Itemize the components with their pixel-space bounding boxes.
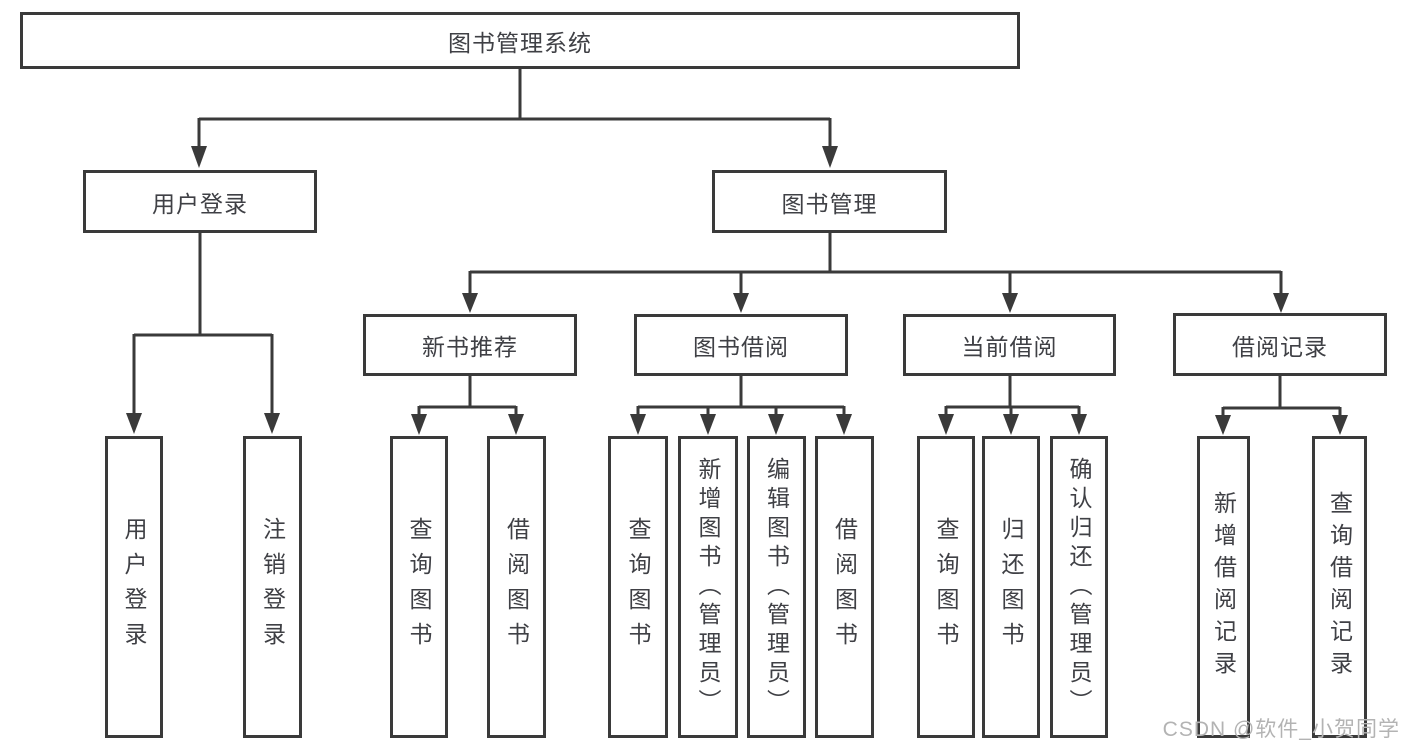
node-root-label: 图书管理系统: [448, 29, 592, 56]
leaf-borrowing-edit-books-admin-label: 编辑图书（管理员）: [763, 456, 790, 718]
node-book-borrowing-label: 图书借阅: [693, 334, 789, 360]
node-root-system: 图书管理系统: [20, 12, 1020, 69]
leaf-current-confirm-return-admin-label: 确认归还（管理员）: [1066, 456, 1092, 718]
leaf-newbook-borrow-books-label: 借阅图书: [503, 517, 530, 657]
leaf-logout-label: 注销登录: [259, 517, 286, 657]
node-book-management: 图书管理: [712, 170, 947, 233]
leaf-borrowing-query-books-label: 查询图书: [625, 517, 651, 657]
leaf-borrowing-borrow-books-label: 借阅图书: [831, 517, 858, 657]
leaf-newbook-query-books-label: 查询图书: [406, 517, 432, 657]
leaf-current-query-books-label: 查询图书: [933, 517, 959, 657]
leaf-current-confirm-return-admin: 确认归还（管理员）: [1050, 436, 1108, 738]
leaf-records-add-record-label: 新增借阅记录: [1210, 491, 1237, 683]
leaf-borrowing-edit-books-admin: 编辑图书（管理员）: [747, 436, 806, 738]
node-book-management-label: 图书管理: [781, 190, 878, 217]
leaf-borrowing-borrow-books: 借阅图书: [815, 436, 874, 738]
leaf-records-add-record: 新增借阅记录: [1197, 436, 1250, 738]
leaf-user-login: 用户登录: [105, 436, 163, 738]
leaf-newbook-borrow-books: 借阅图书: [487, 436, 546, 738]
node-current-borrowing-label: 当前借阅: [961, 334, 1058, 360]
node-user-login-label: 用户登录: [152, 190, 248, 217]
node-new-book-recommend: 新书推荐: [363, 314, 577, 376]
leaf-current-return-books-label: 归还图书: [998, 517, 1024, 657]
leaf-newbook-query-books: 查询图书: [390, 436, 448, 738]
node-borrow-records: 借阅记录: [1173, 313, 1387, 376]
leaf-records-query-record: 查询借阅记录: [1312, 436, 1367, 738]
leaf-current-return-books: 归还图书: [982, 436, 1040, 738]
leaf-records-query-record-label: 查询借阅记录: [1326, 491, 1353, 683]
leaf-user-login-label: 用户登录: [121, 517, 147, 657]
leaf-borrowing-add-books-admin-label: 新增图书（管理员）: [695, 456, 721, 718]
node-user-login: 用户登录: [83, 170, 317, 233]
leaf-logout: 注销登录: [243, 436, 302, 738]
leaf-borrowing-add-books-admin: 新增图书（管理员）: [678, 436, 738, 738]
node-new-book-recommend-label: 新书推荐: [422, 334, 518, 360]
csdn-watermark: CSDN @软件_小贺同学: [1162, 718, 1400, 741]
node-book-borrowing: 图书借阅: [634, 314, 848, 376]
leaf-current-query-books: 查询图书: [917, 436, 975, 738]
leaf-borrowing-query-books: 查询图书: [608, 436, 668, 738]
node-borrow-records-label: 借阅记录: [1232, 333, 1328, 360]
node-current-borrowing: 当前借阅: [903, 314, 1116, 376]
